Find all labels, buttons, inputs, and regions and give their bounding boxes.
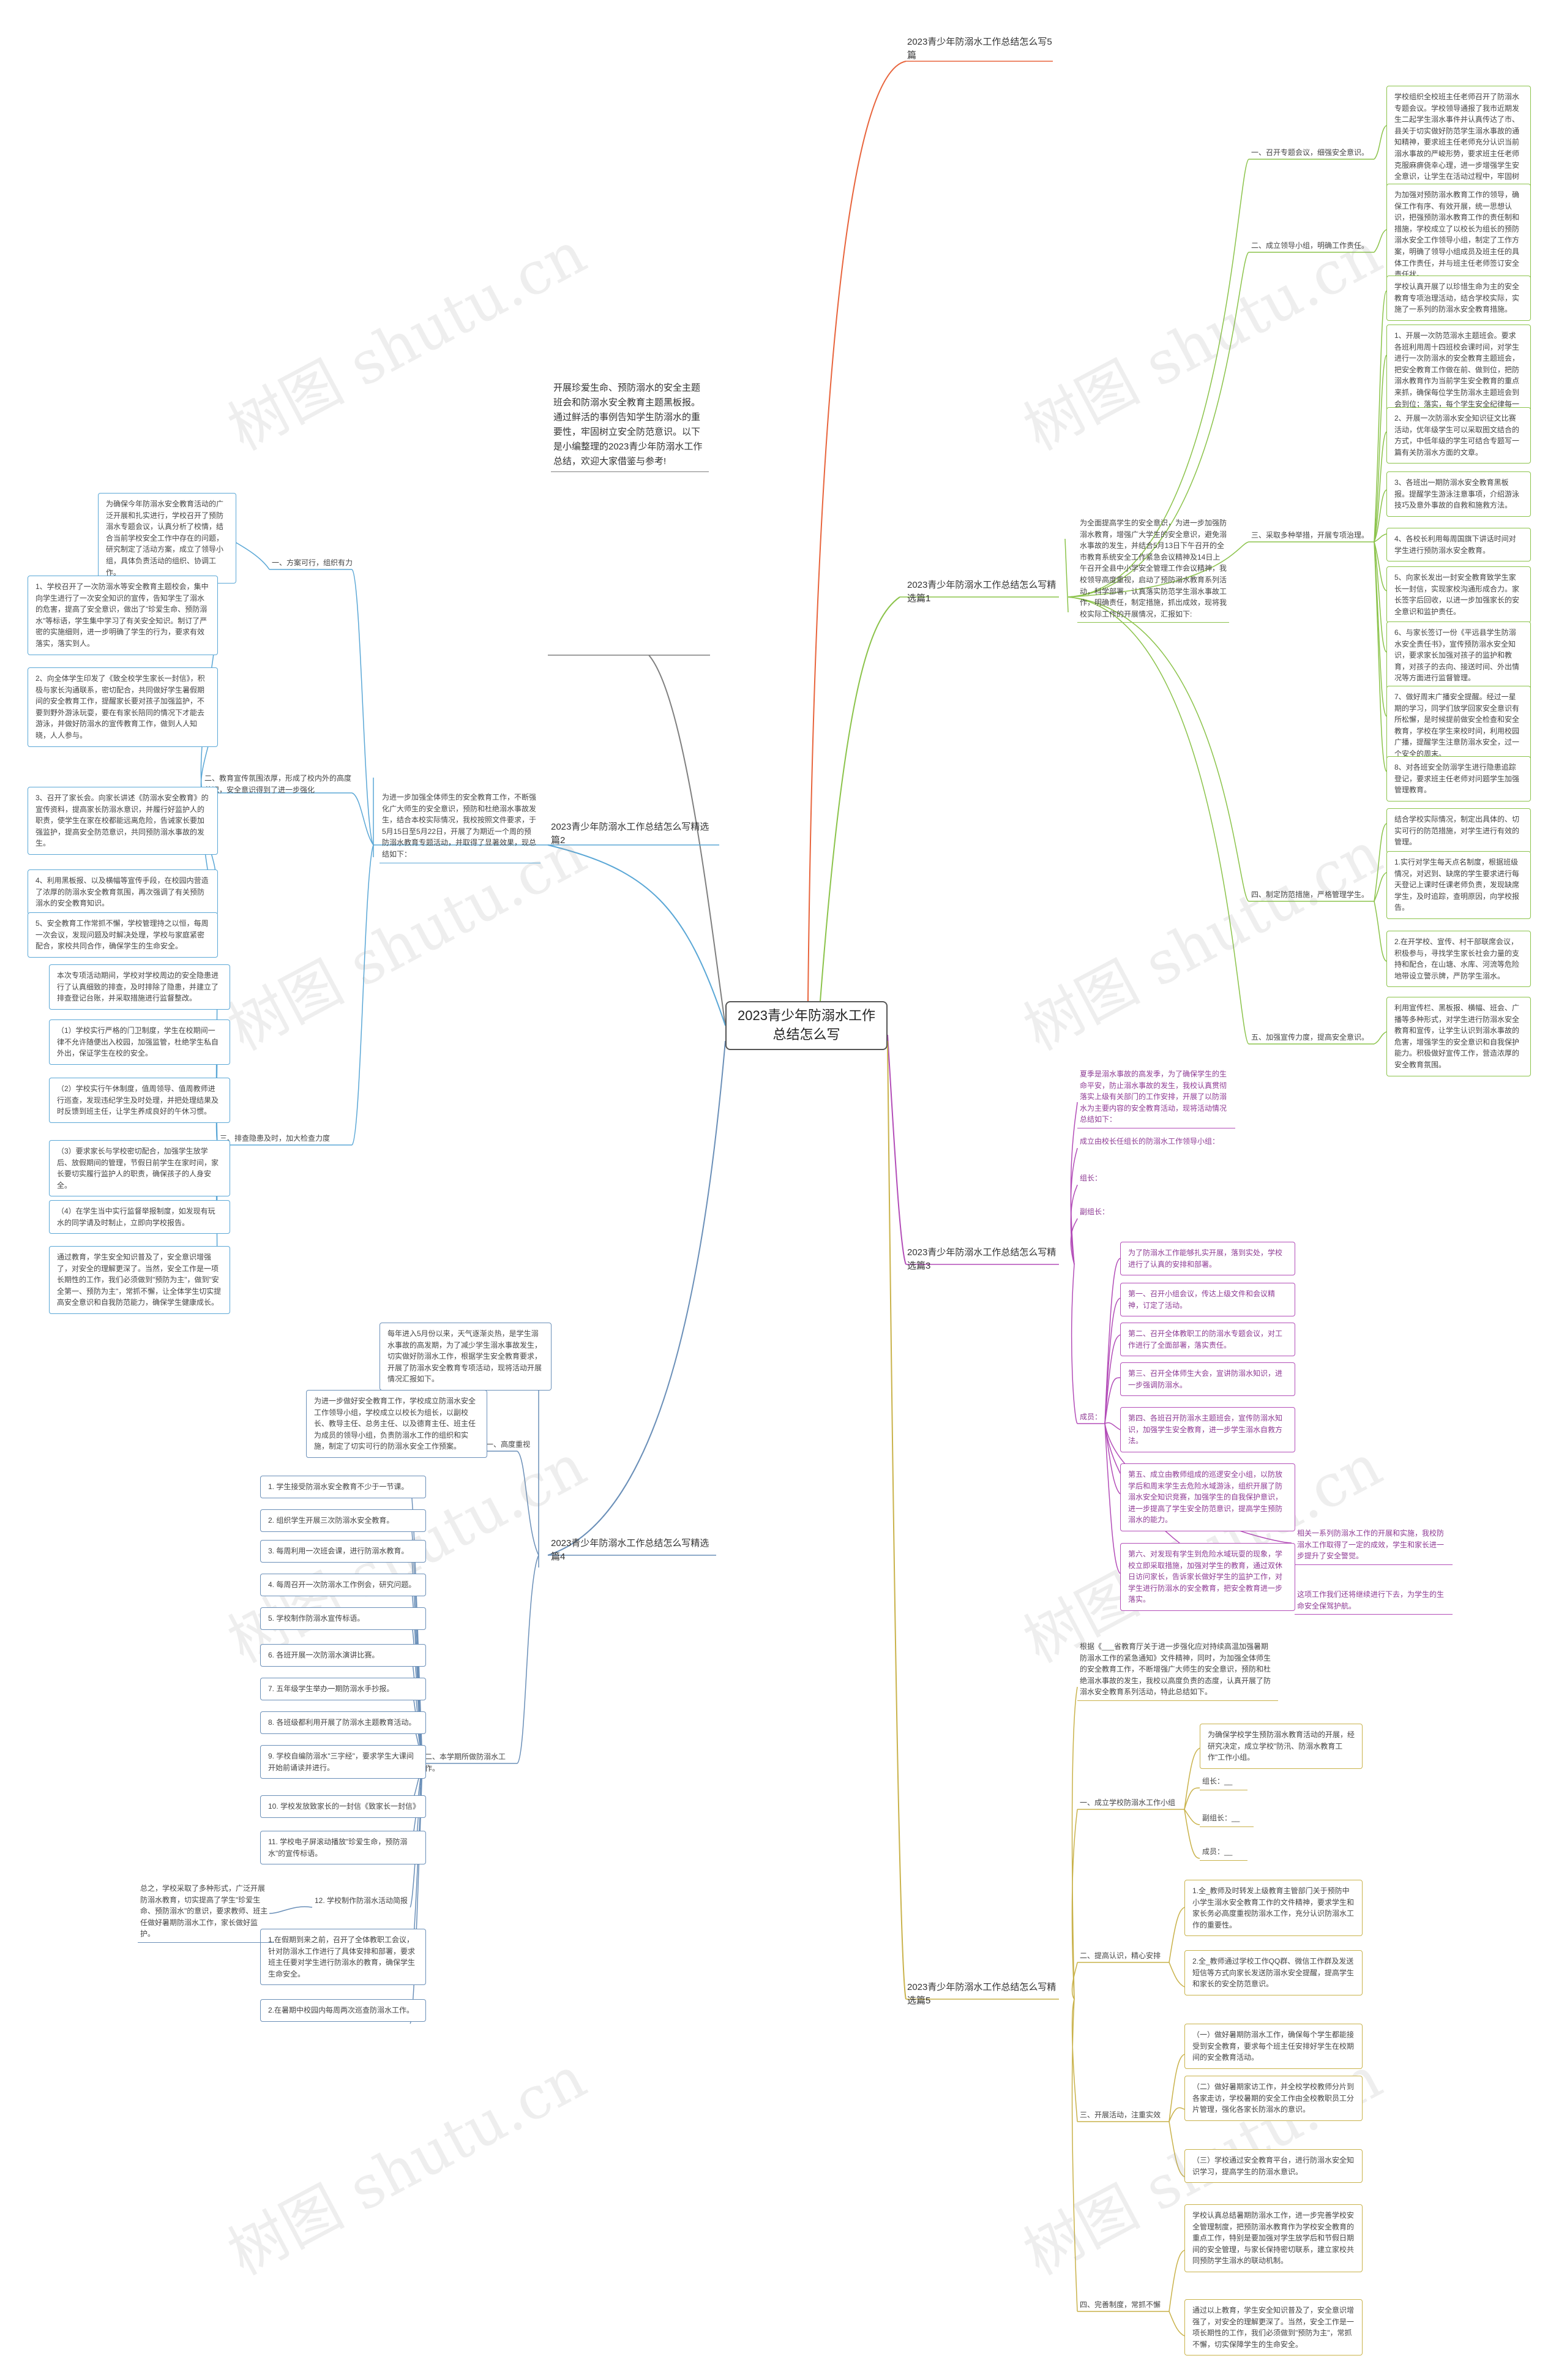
p4-text-2m: 1.在假期到来之前，召开了全体教职工会议，针对防溺水工作进行了具体安排和部署，要… [260, 1929, 426, 1986]
p4-text-2j: 10. 学校发放致家长的一封信《致家长一封信》 [260, 1795, 426, 1818]
intro-text: 开展珍爱生命、预防溺水的安全主题班会和防溺水安全教育主题黑板报。通过鲜活的事例告… [551, 381, 709, 472]
p2-text-2a: 1、学校召开了一次防溺水等安全教育主题校会，集中向学生进行了一次安全知识的宣传，… [28, 576, 218, 655]
branch-p2[interactable]: 2023青少年防溺水工作总结怎么写精选篇2 [551, 822, 709, 846]
p5-text-4b: 通过以上教育，学生安全知识普及了，安全意识增强了，对安全的理解更深了。当然，安全… [1184, 2299, 1363, 2356]
p5-text-3c: （三）学校通过安全教育平台，进行防溺水安全知识学习，提高学生的防溺水意识。 [1184, 2149, 1363, 2183]
p4-text-2g: 7. 五年级学生举办一期防溺水手抄报。 [260, 1678, 426, 1700]
p3-text-8: 相关一系列防溺水工作的开展和实施，我校防溺水工作取得了一定的成效，学生和家长进一… [1295, 1528, 1453, 1565]
p4-text-2b: 2. 组织学生开展三次防溺水安全教育。 [260, 1509, 426, 1532]
p5-text-1c: 副组长：__ [1200, 1812, 1254, 1827]
p4-text-2h: 8. 各班级都利用开展了防溺水主题教育活动。 [260, 1711, 426, 1734]
p1-text-4c: 2.在开学校、宣传、村干部联席会议，积极参与，寻找学生家长社会力量的支持和配合，… [1386, 931, 1531, 988]
p2-text-3d: （3）要求家长与学校密切配合，加强学生放学后、放假期间的管理，节假日前学生在家时… [49, 1140, 230, 1197]
p1-heading-4[interactable]: 四、制定防范措施，严格管理学生。 [1251, 890, 1369, 899]
p1-heading-3[interactable]: 三、采取多种举措，开展专项治理。 [1251, 531, 1369, 539]
p1-text-3g: 6、与家长签订一份《平远县学生防溺水安全责任书》，宣传预防溺水安全知识，要求家长… [1386, 621, 1531, 689]
p2-text-2b: 2、向全体学生印发了《致全校学生家长一封信》，积极与家长沟通联系，密切配合，共同… [28, 667, 218, 747]
p5-heading-4[interactable]: 四、完善制度，常抓不懈 [1080, 2300, 1161, 2309]
branch-p3[interactable]: 2023青少年防溺水工作总结怎么写精选篇3 [907, 1247, 1057, 1271]
p1-heading-5[interactable]: 五、加强宣传力度，提高安全意识。 [1251, 1033, 1369, 1042]
p3-text-4: 第三、召开全体师生大会，宣讲防溺水知识，进一步强调防溺水。 [1120, 1362, 1295, 1397]
p3-text-6: 第五、成立由教师组成的巡逻安全小组，以防放学后和周末学生去危险水域游泳，组织开展… [1120, 1463, 1295, 1531]
p4-text-2k: 11. 学校电子屏滚动播放"珍爱生命，预防溺水"的宣传标语。 [260, 1831, 426, 1865]
p1-heading-2[interactable]: 二、成立领导小组，明确工作责任。 [1251, 241, 1369, 250]
p2-text-2c: 3、召开了家长会。向家长讲述《防溺水安全教育》的宣传资料，提高家长防溺水意识，并… [28, 787, 218, 855]
branch-p1[interactable]: 2023青少年防溺水工作总结怎么写精选篇1 [907, 580, 1057, 604]
p3-text-5: 第四、各班召开防溺水主题班会，宣传防溺水知识，加强学生安全教育，进一步学生溺水自… [1120, 1407, 1295, 1452]
p1-text-3a: 学校认真开展了以珍惜生命为主的安全教育专项治理活动，结合学校实际，实施了一系列的… [1386, 276, 1531, 321]
p4-text-2a: 1. 学生接受防溺水安全教育不少于一节课。 [260, 1476, 426, 1498]
p2-text-3e: （4）在学生当中实行监督举报制度，如发现有玩水的同学请及时制止，立即向学校报告。 [49, 1200, 230, 1234]
p4-text-1b: 为进一步做好安全教育工作，学校成立防溺水安全工作领导小组，学校成立以校长为组长，… [306, 1390, 487, 1458]
branch-p5[interactable]: 2023青少年防溺水工作总结怎么写精选篇5 [907, 1982, 1057, 2006]
p3-text-3: 第二、召开全体教职工的防溺水专题会议，对工作进行了全面部署，落实责任。 [1120, 1323, 1295, 1357]
p2-summary: 为进一步加强全体师生的安全教育工作，不断强化广大师生的安全意识，预防和杜绝溺水事… [380, 792, 540, 863]
p4-text-2e: 5. 学校制作防溺水宣传标语。 [260, 1607, 426, 1630]
p2-text-2e: 5、安全教育工作常抓不懈，学校管理持之以恒，每周一次会议，发现问题及时解决处理，… [28, 912, 218, 958]
p1-text-3d: 3、各班出一期防溺水安全教育黑板报。提醒学生游泳注意事项，介绍游泳技巧及意外事故… [1386, 471, 1531, 517]
p1-summary: 为全面提高学生的安全意识，为进一步加强防溺水教育，增强广大学生的安全意识，避免溺… [1077, 517, 1229, 623]
p4-text-2i: 9. 学校自编防溺水"三字经"，要求学生大课间开始前诵读并进行。 [260, 1745, 426, 1779]
p5-text-2b: 2.全_教师通过学校工作QQ群、微信工作群及发送短信等方式向家长发送防溺水安全提… [1184, 1950, 1363, 1995]
p1-text-5: 利用宣传栏、黑板报、横幅、班会、广播等多种形式，对学生进行防溺水安全教育和宣传，… [1386, 997, 1531, 1076]
p4-text-2c: 3. 每周利用一次班会课，进行防溺水教育。 [260, 1540, 426, 1563]
p5-text-3a: （一）做好暑期防溺水工作，确保每个学生都能接受到安全教育，要求每个班主任安排好学… [1184, 2024, 1363, 2069]
p2-text-2d: 4、利用黑板报、以及横幅等宣传手段，在校园内营造了浓厚的防溺水安全教育氛围，再次… [28, 869, 218, 915]
p4-text-2o: 总之，学校采取了多种形式，广泛开展防溺水教育，切实提高了学生"珍爱生命、预防溺水… [138, 1883, 274, 1943]
p4-heading-1[interactable]: 一、高度重视 [486, 1440, 531, 1449]
p3-text-9: 这项工作我们还将继续进行下去，为学生的生命安全保驾护航。 [1295, 1589, 1453, 1615]
p5-intro: 根据《___省教育厅关于进一步强化应对持续高温加强暑期防溺水工作的紧急通知》文件… [1077, 1641, 1278, 1701]
p5-text-1a: 为确保学校学生预防溺水教育活动的开展，经研究决定，成立学校"防汛、防溺水教育工作… [1200, 1724, 1363, 1769]
p4-text-2d: 4. 每周召开一次防溺水工作例会，研究问题。 [260, 1574, 426, 1596]
p3-text-1: 为了防溺水工作能够扎实开展，落到实处，学校进行了认真的安排和部署。 [1120, 1242, 1295, 1276]
p1-text-2: 为加强对预防溺水教育工作的领导，确保工作有序、有效开展，统一思想认识，把强预防溺… [1386, 184, 1531, 286]
p4-heading-2[interactable]: 二、本学期所做防溺水工作。 [425, 1752, 506, 1773]
branch-p4[interactable]: 2023青少年防溺水工作总结怎么写精选篇4 [551, 1538, 709, 1562]
p2-text-3f: 通过教育，学生安全知识普及了，安全意识增强了，对安全的理解更深了。当然，安全工作… [49, 1246, 230, 1314]
branch-5-pian[interactable]: 2023青少年防溺水工作总结怎么写5篇 [907, 37, 1052, 61]
p2-text-3a: 本次专项活动期间，学校对学校周边的安全隐患进行了认真细致的排查，及时排除了隐患，… [49, 964, 230, 1010]
p2-text-1: 为确保今年防溺水安全教育活动的广泛开展和扎实进行，学校召开了预防溺水专题会议，认… [98, 493, 236, 584]
p1-text-3i: 8、对各班安全防溺学生进行隐患追踪登记，要求班主任老师对问题学生加强管理教育。 [1386, 756, 1531, 801]
p1-text-3c: 2、开展一次防溺水安全知识征文比赛活动，优年级学生可以采取图文结合的方式，中低年… [1386, 407, 1531, 464]
p5-heading-2[interactable]: 二、提高认识，精心安排 [1080, 1951, 1161, 1960]
p5-text-2a: 1.全_教师及时转发上级教育主管部门关于预防中小学生溺水安全教育工作的文件精神，… [1184, 1880, 1363, 1937]
p5-heading-1[interactable]: 一、成立学校防溺水工作小组 [1080, 1798, 1176, 1807]
p4-text-2n: 2.在暑期中校园内每周两次巡查防溺水工作。 [260, 1999, 426, 2022]
p2-text-3b: （1）学校实行严格的门卫制度，学生在校期间一律不允许随便出入校园，加强监管，杜绝… [49, 1019, 230, 1065]
p5-text-1d: 成员：__ [1200, 1846, 1247, 1861]
p1-text-4b: 1.实行对学生每天点名制度，根据班级情况，对迟到、缺席的学生要求进行每天登记上课… [1386, 851, 1531, 919]
p3-heading-1[interactable]: 成立由校长任组长的防溺水工作领导小组： [1080, 1137, 1220, 1146]
p1-text-3f: 5、向家长发出一封安全教育致学生家长一封信，实现家校沟通形成合力。家长签字后回收… [1386, 566, 1531, 623]
p4-text-2l: 12. 学校制作防溺水活动简报 [315, 1896, 408, 1905]
p3-text-2: 第一、召开小组会议，传达上级文件和会议精神，订定了活动。 [1120, 1283, 1295, 1317]
p1-text-4a: 结合学校实际情况，制定出具体的、切实可行的防范措施，对学生进行有效的管理。 [1386, 808, 1531, 854]
p4-text-1a: 每年进入5月份以来，天气逐渐炎热，是学生溺水事故的高发期，为了减少学生溺水事故发… [380, 1323, 552, 1391]
p2-text-3c: （2）学校实行午休制度，值周领导、值周教师进行巡查，发现违纪学生及时处理，并把处… [49, 1078, 230, 1123]
p5-text-1b: 组长：__ [1200, 1776, 1247, 1790]
p5-heading-3[interactable]: 三、开展活动，注重实效 [1080, 2111, 1161, 2119]
p5-text-4a: 学校认真总结暑期防溺水工作，进一步完善学校安全管理制度，把预防溺水教育作为学校安… [1184, 2204, 1363, 2272]
central-topic[interactable]: 2023青少年防溺水工作总结怎么写 [725, 1001, 888, 1050]
p1-text-3e: 4、各校长利用每周国旗下讲话时间对学生进行预防溺水安全教育。 [1386, 528, 1531, 562]
p2-heading-1[interactable]: 一、方案可行，组织有力 [272, 558, 353, 567]
p2-heading-3[interactable]: 三、排查隐患及时，加大检查力度 [220, 1134, 331, 1143]
p4-text-2f: 6. 各班开展一次防溺水演讲比赛。 [260, 1644, 426, 1667]
p3-text-7: 第六、对发现有学生到危险水域玩耍的现象，学校立即采取措施，加强对学生的教育，通过… [1120, 1543, 1295, 1611]
p3-heading-3[interactable]: 副组长： [1080, 1207, 1110, 1216]
p5-text-3b: （二）做好暑期家访工作，并全校学校教师分片到各家走访，学校暑期的安全工作由全校教… [1184, 2076, 1363, 2121]
p1-heading-1[interactable]: 一、召开专题会议，细强安全意识。 [1251, 148, 1369, 157]
p3-intro: 夏季是溺水事故的高发季，为了确保学生的生命平安，防止溺水事故的发生，我校认真贯彻… [1077, 1068, 1235, 1128]
p1-text-3h: 7、做好周末广播安全提醒。经过一星期的学习，同学们放学回家安全意识有所松懈，是时… [1386, 686, 1531, 765]
p2-heading-2[interactable]: 二、教育宣传氛围浓厚，形成了校内外的高度共识，安全意识得到了进一步强化 [204, 774, 352, 794]
p3-heading-2[interactable]: 组长： [1080, 1174, 1102, 1182]
p3-heading-4[interactable]: 成员： [1080, 1413, 1102, 1421]
